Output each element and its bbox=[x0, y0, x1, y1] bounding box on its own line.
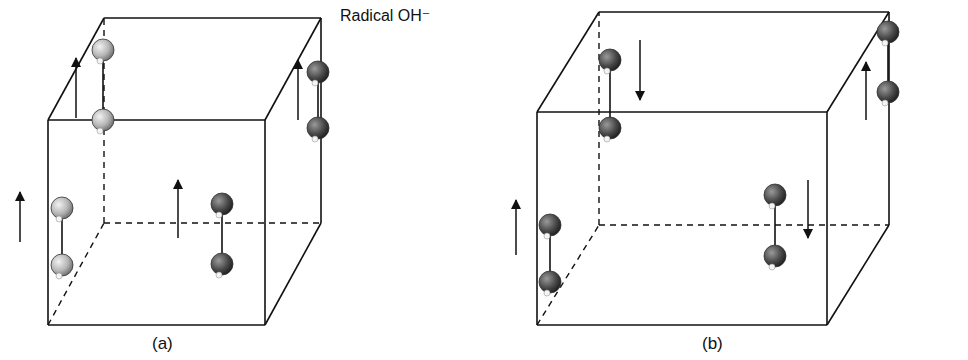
oh-sphere bbox=[539, 271, 561, 293]
hidden-edges bbox=[537, 12, 889, 325]
dipole-arrow bbox=[177, 180, 179, 238]
oh-dipole bbox=[298, 60, 329, 142]
cell-edges bbox=[48, 18, 321, 325]
oh-dipole bbox=[20, 192, 73, 279]
dipole-arrow bbox=[75, 58, 77, 118]
dipole-arrow bbox=[515, 200, 517, 255]
h-atom bbox=[882, 40, 888, 46]
oh-dipole bbox=[866, 21, 899, 120]
hidden-edge bbox=[104, 222, 321, 223]
cell-edges bbox=[537, 12, 889, 325]
oh-sphere bbox=[211, 253, 233, 275]
oh-sphere bbox=[599, 49, 621, 71]
h-atom bbox=[97, 58, 103, 64]
h-atom bbox=[216, 272, 222, 278]
oh-sphere bbox=[92, 109, 114, 131]
h-atom bbox=[544, 290, 550, 296]
cell-edge bbox=[536, 112, 538, 325]
cell-edge bbox=[537, 12, 599, 112]
oh-sphere bbox=[877, 21, 899, 43]
cell-edge bbox=[827, 225, 889, 325]
dipole-arrow bbox=[865, 62, 867, 120]
cell-edge bbox=[104, 17, 321, 19]
h-atom bbox=[216, 212, 222, 218]
h-atom bbox=[769, 203, 775, 209]
cell-edge bbox=[888, 12, 890, 225]
cell-edge bbox=[537, 324, 827, 326]
dipole-arrow bbox=[19, 192, 21, 242]
cell-edge bbox=[48, 324, 265, 326]
hidden-edge bbox=[537, 225, 599, 325]
oh-dipole bbox=[764, 180, 808, 270]
cell-edge bbox=[537, 111, 827, 113]
oh-sphere bbox=[539, 214, 561, 236]
oh-sphere bbox=[307, 61, 329, 83]
h-atom bbox=[312, 136, 318, 142]
cell-edge bbox=[599, 11, 889, 13]
panel-label: (a) bbox=[150, 334, 175, 354]
dipole-arrow bbox=[807, 180, 809, 238]
oh-sphere bbox=[764, 245, 786, 267]
oh-dipole bbox=[516, 200, 561, 296]
oh-dipole bbox=[599, 40, 640, 142]
h-atom bbox=[97, 128, 103, 134]
hidden-edge bbox=[598, 12, 599, 225]
hidden-edge bbox=[48, 223, 104, 325]
h-atom bbox=[56, 273, 62, 279]
h-atom bbox=[544, 233, 550, 239]
oh-dipole bbox=[178, 180, 233, 278]
h-atom bbox=[604, 136, 610, 142]
oh-sphere bbox=[211, 193, 233, 215]
oh-sphere bbox=[599, 117, 621, 139]
oh-sphere bbox=[764, 184, 786, 206]
panel-label: (b) bbox=[700, 334, 725, 354]
h-atom bbox=[56, 216, 62, 222]
oh-dipole bbox=[76, 39, 114, 134]
hidden-edges bbox=[48, 18, 321, 325]
cell-edge bbox=[48, 18, 104, 120]
dipole-arrow bbox=[639, 40, 641, 100]
cell-edge bbox=[826, 112, 828, 325]
radical-label: Radical OH⁻ bbox=[338, 6, 432, 25]
h-atom bbox=[882, 100, 888, 106]
h-atom bbox=[769, 264, 775, 270]
oh-sphere bbox=[92, 39, 114, 61]
h-atom bbox=[312, 80, 318, 86]
h-atom bbox=[604, 68, 610, 74]
cell-edge bbox=[264, 120, 266, 325]
oh-sphere bbox=[307, 117, 329, 139]
oh-sphere bbox=[51, 254, 73, 276]
dipole-arrow bbox=[297, 60, 299, 120]
cell-edge bbox=[47, 120, 49, 325]
oh-sphere bbox=[877, 81, 899, 103]
hidden-edge bbox=[599, 224, 889, 225]
cell-edge bbox=[265, 223, 321, 325]
dipoles bbox=[20, 21, 899, 296]
oh-sphere bbox=[51, 197, 73, 219]
cell-edge bbox=[48, 119, 265, 121]
